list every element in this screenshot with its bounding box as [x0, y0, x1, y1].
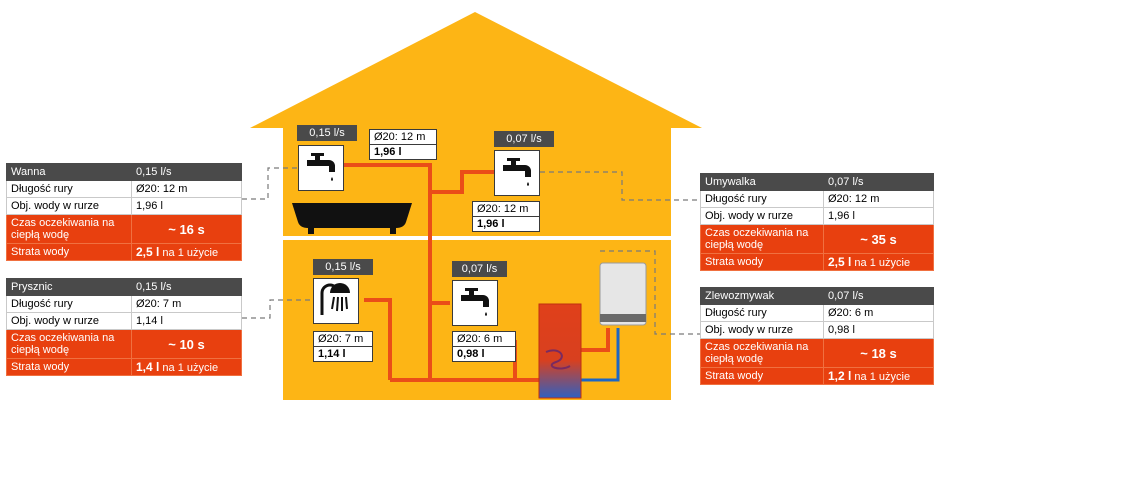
umywalka-loss: 2,5 l	[828, 255, 852, 269]
basin-pipe-box: Ø20: 12 m 1,96 l	[472, 201, 540, 232]
leader-wanna	[242, 167, 298, 200]
umywalka-vol-label: Obj. wody w rurze	[700, 207, 824, 225]
basin-pipe-length: Ø20: 12 m	[477, 203, 529, 215]
umywalka-wait-label: Czas oczekiwania na ciepłą wodę	[700, 224, 824, 254]
wanna-wait: ~ 16 s	[131, 214, 242, 244]
prysznic-loss: 1,4 l	[136, 360, 160, 374]
wanna-wait-label: Czas oczekiwania na ciepłą wodę	[6, 214, 132, 244]
wall-boiler	[599, 262, 647, 326]
prysznic-wait: ~ 10 s	[131, 329, 242, 359]
umywalka-pipe: Ø20: 12 m	[823, 190, 934, 208]
leader-lines	[242, 167, 700, 335]
house-roof	[250, 12, 702, 128]
wall-boiler-panel	[600, 314, 646, 322]
wanna-loss-label: Strata wody	[6, 243, 132, 261]
pipe-boiler-out	[580, 328, 610, 352]
prysznic-loss-cell: 1,4 l na 1 użycie	[131, 358, 242, 376]
shower-pipe-volume: 1,14 l	[314, 346, 372, 361]
basin-faucet-box	[494, 150, 540, 196]
wanna-name: Wanna	[6, 163, 132, 181]
prysznic-name: Prysznic	[6, 278, 132, 296]
leader-zlewozmywak	[600, 250, 700, 335]
pipe-basin	[430, 170, 494, 194]
umywalka-loss-label: Strata wody	[700, 253, 824, 271]
zlewozmywak-loss-cell: 1,2 l na 1 użycie	[823, 367, 934, 385]
umywalka-name: Umywalka	[700, 173, 824, 191]
prysznic-wait-label: Czas oczekiwania na ciepłą wodę	[6, 329, 132, 359]
basin-flow-badge: 0,07 l/s	[494, 131, 554, 147]
shower-box	[313, 278, 359, 324]
bath-flow-badge: 0,15 l/s	[297, 125, 357, 141]
prysznic-vol: 1,14 l	[131, 312, 242, 330]
pipe-bath	[343, 163, 432, 380]
wanna-loss-cell: 2,5 l na 1 użycie	[131, 243, 242, 261]
umywalka-wait: ~ 35 s	[823, 224, 934, 254]
tank-coil	[545, 349, 571, 370]
zlewozmywak-loss-label: Strata wody	[700, 367, 824, 385]
bathtub-icon	[292, 203, 412, 234]
umywalka-pipe-label: Długość rury	[700, 190, 824, 208]
wanna-loss: 2,5 l	[136, 245, 160, 259]
shower-pipe-length: Ø20: 7 m	[318, 333, 364, 345]
shower-flow-badge: 0,15 l/s	[313, 259, 373, 275]
faucet-icon	[503, 158, 531, 186]
zlewozmywak-pipe: Ø20: 6 m	[823, 304, 934, 322]
sink-faucet-box	[452, 280, 498, 326]
prysznic-pipe-label: Długość rury	[6, 295, 132, 313]
sink-pipe-box: Ø20: 6 m 0,98 l	[452, 331, 516, 362]
cold-pipe	[580, 328, 620, 382]
wanna-vol: 1,96 l	[131, 197, 242, 215]
wanna-pipe: Ø20: 12 m	[131, 180, 242, 198]
bath-pipe-length: Ø20: 12 m	[374, 131, 426, 143]
shower-icon	[320, 283, 350, 315]
umywalka-vol: 1,96 l	[823, 207, 934, 225]
zlewozmywak-pipe-label: Długość rury	[700, 304, 824, 322]
umywalka-loss-suffix: na 1 użycie	[854, 257, 911, 269]
leader-umywalka	[540, 171, 700, 201]
floor-divider	[283, 236, 671, 240]
wanna-loss-suffix: na 1 użycie	[162, 247, 219, 259]
bath-pipe-box: Ø20: 12 m 1,96 l	[369, 129, 437, 160]
wanna-pipe-label: Długość rury	[6, 180, 132, 198]
umywalka-loss-cell: 2,5 l na 1 użycie	[823, 253, 934, 271]
wanna-flow: 0,15 l/s	[131, 163, 242, 181]
prysznic-loss-label: Strata wody	[6, 358, 132, 376]
zlewozmywak-name: Zlewozmywak	[700, 287, 824, 305]
prysznic-pipe: Ø20: 7 m	[131, 295, 242, 313]
faucet-icon	[307, 153, 335, 181]
zlewozmywak-loss-suffix: na 1 użycie	[854, 371, 911, 383]
prysznic-loss-suffix: na 1 użycie	[162, 362, 219, 374]
bath-faucet-box	[298, 145, 344, 191]
sink-pipe-volume: 0,98 l	[453, 346, 515, 361]
prysznic-flow: 0,15 l/s	[131, 278, 242, 296]
zlewozmywak-vol: 0,98 l	[823, 321, 934, 339]
basin-pipe-volume: 1,96 l	[473, 216, 539, 231]
zlewozmywak-loss: 1,2 l	[828, 369, 852, 383]
sink-flow-badge: 0,07 l/s	[452, 261, 507, 277]
wanna-vol-label: Obj. wody w rurze	[6, 197, 132, 215]
storage-tank	[538, 303, 582, 399]
zlewozmywak-wait-label: Czas oczekiwania na ciepłą wodę	[700, 338, 824, 368]
bath-pipe-volume: 1,96 l	[370, 144, 436, 159]
pipe-shower	[364, 298, 392, 380]
shower-pipe-box: Ø20: 7 m 1,14 l	[313, 331, 373, 362]
leader-prysznic	[242, 299, 312, 319]
umywalka-flow: 0,07 l/s	[823, 173, 934, 191]
zlewozmywak-vol-label: Obj. wody w rurze	[700, 321, 824, 339]
zlewozmywak-flow: 0,07 l/s	[823, 287, 934, 305]
faucet-icon	[461, 288, 489, 316]
prysznic-vol-label: Obj. wody w rurze	[6, 312, 132, 330]
zlewozmywak-wait: ~ 18 s	[823, 338, 934, 368]
sink-pipe-length: Ø20: 6 m	[457, 333, 503, 345]
